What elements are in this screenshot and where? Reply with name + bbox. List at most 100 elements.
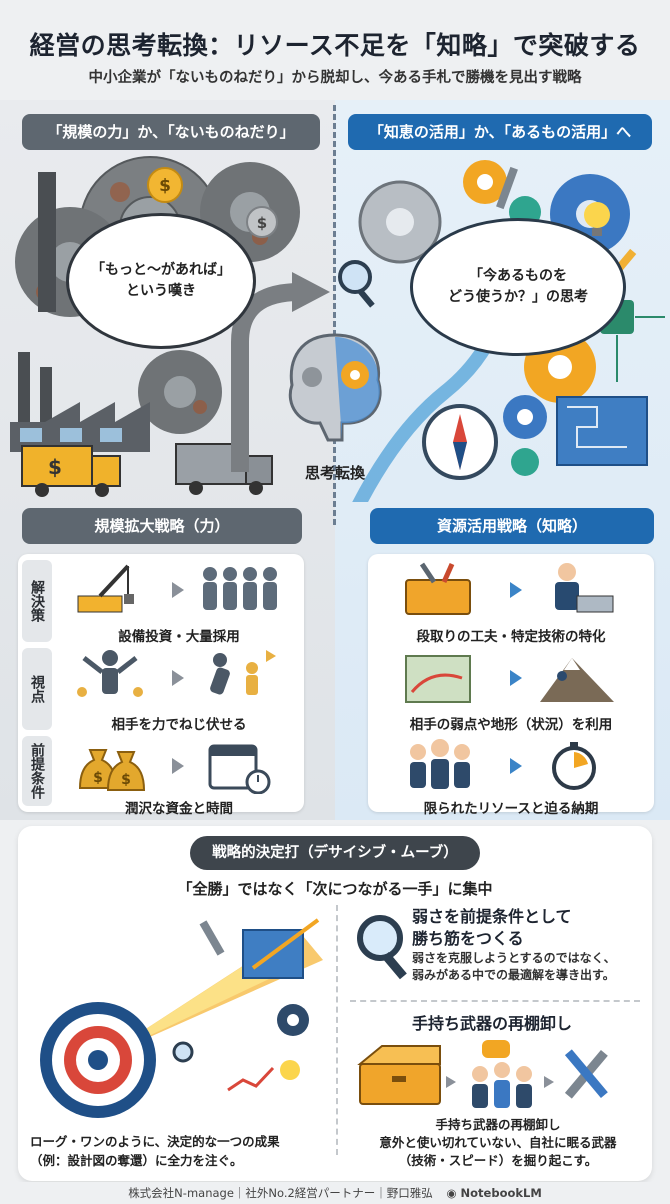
notebooklm-logo-icon: ◉	[446, 1186, 457, 1200]
bottom-horizontal-divider	[350, 1000, 640, 1002]
left-row3-caption: 潤沢な資金と時間	[125, 801, 233, 817]
point2-caption-line1: 手持ち武器の再棚卸し	[435, 1117, 561, 1132]
target-caption-line1: ローグ・ワンのように、決定的な一つの成果	[30, 1134, 280, 1149]
magnifier-icon	[357, 915, 407, 980]
right-speech-bubble: 「今あるものを どう使うか？」の思考	[410, 218, 626, 356]
arrow-right-icon	[510, 582, 522, 598]
team-discussion-icon	[472, 1040, 532, 1108]
notebooklm-label: NotebookLM	[460, 1186, 542, 1200]
point2-caption: 手持ち武器の再棚卸し 意外と使い切れていない、自社に眠る武器 （技術・スピード）…	[350, 1116, 646, 1170]
shift-label: 思考転換	[305, 464, 366, 482]
decisive-move-card	[18, 826, 652, 1181]
footer-credit: 株式会社N-manage｜社外No.2経営パートナー｜野口雅弘	[128, 1186, 433, 1200]
svg-text:$: $	[159, 176, 171, 196]
right-bubble-line2: どう使うか？」の思考	[448, 289, 588, 305]
money-bag-icon	[78, 749, 146, 791]
left-row2-icons	[77, 650, 276, 697]
center-divider	[333, 105, 336, 525]
right-tag: 「知恵の活用」か、「あるもの活用」へ	[348, 114, 652, 150]
right-bubble-line1: 「今あるものを	[469, 268, 567, 284]
left-panel-title: 規模拡大戦略（力）	[22, 508, 302, 544]
decisive-move-pill: 戦略的決定打（デサイシブ・ムーブ）	[190, 836, 480, 870]
point2-caption-line3: （技術・スピード）を掘り起こす。	[398, 1153, 598, 1169]
arrow-right-icon	[172, 582, 184, 598]
arrow-right-icon	[510, 758, 522, 774]
focus-statement: 「全勝」ではなく「次につながる一手」に集中	[177, 880, 493, 898]
point1-body-line2: 弱みがある中での最適解を導き出す。	[412, 968, 615, 983]
right-row3-caption: 限られたリソースと迫る納期	[423, 801, 599, 817]
strongman-icon	[77, 650, 143, 697]
row-label-solution: 解決策	[22, 560, 52, 642]
bottom-vertical-divider	[336, 905, 338, 1155]
toolbox-icon	[357, 1045, 441, 1105]
row-label-viewpoint: 視点	[22, 648, 52, 730]
svg-text:$: $	[257, 214, 267, 232]
svg-text:$: $	[93, 770, 103, 786]
team-icon	[410, 739, 470, 789]
right-row2-caption: 相手の弱点や地形（状況）を利用	[409, 717, 613, 733]
pipe-arrow-icon	[231, 283, 301, 472]
toolbox-icon	[405, 562, 471, 615]
blueprint-map-icon	[556, 396, 648, 466]
notebooklm-brand: ◉ NotebookLM	[446, 1186, 541, 1200]
left-row1-caption: 設備投資・大量採用	[118, 629, 240, 645]
arrow-right-icon	[544, 1076, 554, 1088]
compass-icon	[422, 404, 498, 480]
target-illustration	[40, 918, 323, 1118]
growth-chart-icon	[227, 1066, 275, 1092]
calendar-clock-icon	[208, 744, 271, 794]
lightbulb-icon	[584, 202, 610, 236]
right-row1-caption: 段取りの工夫・特定技術の特化	[416, 629, 606, 645]
magnifier-icon	[338, 260, 375, 308]
arrow-right-icon	[446, 1076, 456, 1088]
right-row2-icons	[405, 655, 614, 703]
arrow-right-icon	[172, 758, 184, 774]
arrow-right-icon	[172, 670, 184, 686]
truck-icon	[175, 443, 273, 495]
magnifier-icon	[172, 1041, 194, 1063]
footer: 株式会社N-manage｜社外No.2経営パートナー｜野口雅弘 ◉ Notebo…	[0, 1182, 670, 1204]
page-title: 経営の思考転換：リソース不足を「知略」で突破する	[29, 31, 641, 60]
point1-title-line1: 弱さを前提条件として	[412, 907, 572, 926]
wrench-icon	[199, 920, 225, 956]
right-row1-icons	[405, 562, 614, 615]
left-bubble-line2: という嘆き	[126, 283, 196, 299]
page-subtitle: 中小企業が「ないものねだり」から脱却し、今ある手札で勝機を見出す戦略	[88, 70, 582, 86]
right-row3-icons	[410, 739, 596, 790]
toolbox-team-illustration	[357, 1040, 608, 1108]
left-speech-bubble: 「もっと〜があれば」 という嘆き	[66, 213, 256, 349]
blueprint-icon	[242, 918, 320, 979]
engineer-laptop-icon	[555, 563, 614, 613]
target-caption-line2: （例：設計図の奪還）に全力を注ぐ。	[30, 1152, 243, 1168]
tools-crossed-icon	[564, 1049, 608, 1099]
point2-caption-line2: 意外と使い切れていない、自社に眠る武器	[379, 1135, 617, 1151]
pushing-person-icon	[210, 650, 276, 695]
left-row2-caption: 相手を力でねじ伏せる	[111, 717, 247, 733]
target-caption: ローグ・ワンのように、決定的な一つの成果 （例：設計図の奪還）に全力を注ぐ。	[30, 1133, 330, 1171]
right-panel-title: 資源活用戦略（知略）	[370, 508, 654, 544]
chimney-icon	[18, 172, 56, 422]
svg-text:$: $	[121, 772, 131, 788]
point2-title: 手持ち武器の再棚卸し	[412, 1014, 573, 1033]
brain-icon	[288, 333, 382, 442]
truck-icon: $	[21, 445, 121, 497]
terrain-map-icon	[405, 655, 471, 703]
point1-body-line1: 弱さを克服しようとするのではなく、	[412, 951, 616, 965]
point1-title: 弱さを前提条件として 勝ち筋をつくる	[412, 906, 652, 949]
target-icon	[40, 1002, 156, 1118]
point1-title-line2: 勝ち筋をつくる	[412, 928, 524, 948]
gear-icon	[277, 1004, 309, 1036]
crowd-icon	[203, 567, 277, 610]
left-row3-icons: $ $	[78, 744, 271, 794]
factory-building-icon	[10, 402, 150, 452]
svg-text:$: $	[48, 455, 62, 479]
stopwatch-icon	[552, 742, 596, 790]
left-tag: 「規模の力」か、「ないものねだり」	[22, 114, 320, 150]
mountain-climber-icon	[540, 658, 614, 702]
wrench-icon	[496, 166, 518, 210]
dollar-coin-icon: $ $	[147, 167, 278, 238]
row-label-premise: 前提条件	[22, 736, 52, 806]
arrow-right-icon	[510, 670, 522, 686]
point1-body: 弱さを克服しようとするのではなく、 弱みがある中での最適解を導き出す。	[412, 950, 652, 985]
left-bubble-line1: 「もっと〜があれば」	[91, 262, 231, 278]
